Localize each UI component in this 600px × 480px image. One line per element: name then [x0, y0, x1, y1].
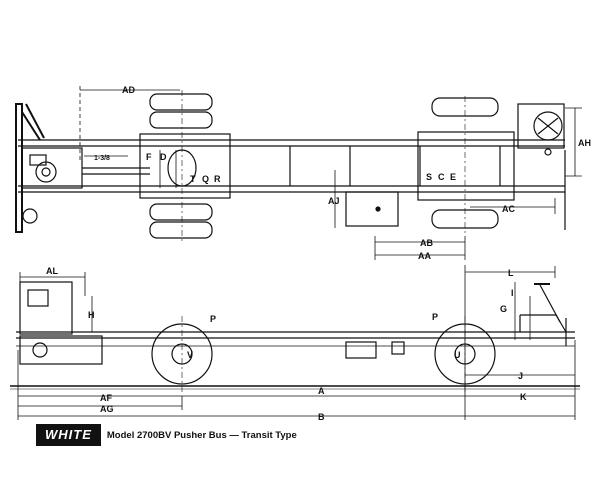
white-logo: WHITE [36, 424, 101, 446]
label-ab: AB [420, 238, 433, 248]
label-a: A [318, 386, 325, 396]
label-b: B [318, 412, 325, 422]
label-ag: AG [100, 404, 114, 414]
label-t: T [190, 174, 196, 184]
caption-block: WHITE Model 2700BV Pusher Bus — Transit … [36, 424, 297, 446]
label-d: D [160, 152, 167, 162]
top-view [15, 90, 566, 242]
label-v: V [187, 350, 193, 360]
label-p-rear: P [432, 312, 438, 322]
label-g: G [500, 304, 507, 314]
label-e: E [450, 172, 456, 182]
label-p-front: P [210, 314, 216, 324]
side-view [10, 281, 580, 392]
label-ad: AD [122, 85, 135, 95]
label-fraction: 1-3/8 [94, 155, 110, 162]
label-k: K [520, 392, 527, 402]
label-u: U [454, 350, 461, 360]
label-aa: AA [418, 251, 431, 261]
diagram-caption: Model 2700BV Pusher Bus — Transit Type [106, 429, 297, 441]
label-af: AF [100, 393, 112, 403]
label-al: AL [46, 266, 58, 276]
label-c: C [438, 172, 445, 182]
label-i: I [511, 288, 514, 298]
label-ah: AH [578, 138, 591, 148]
label-h: H [88, 310, 95, 320]
label-l: L [508, 268, 514, 278]
label-q: Q [202, 174, 209, 184]
label-f: F [146, 152, 152, 162]
label-j: J [518, 371, 523, 381]
label-aj: AJ [328, 196, 340, 206]
label-s: S [426, 172, 432, 182]
label-r: R [214, 174, 221, 184]
label-ac: AC [502, 204, 515, 214]
